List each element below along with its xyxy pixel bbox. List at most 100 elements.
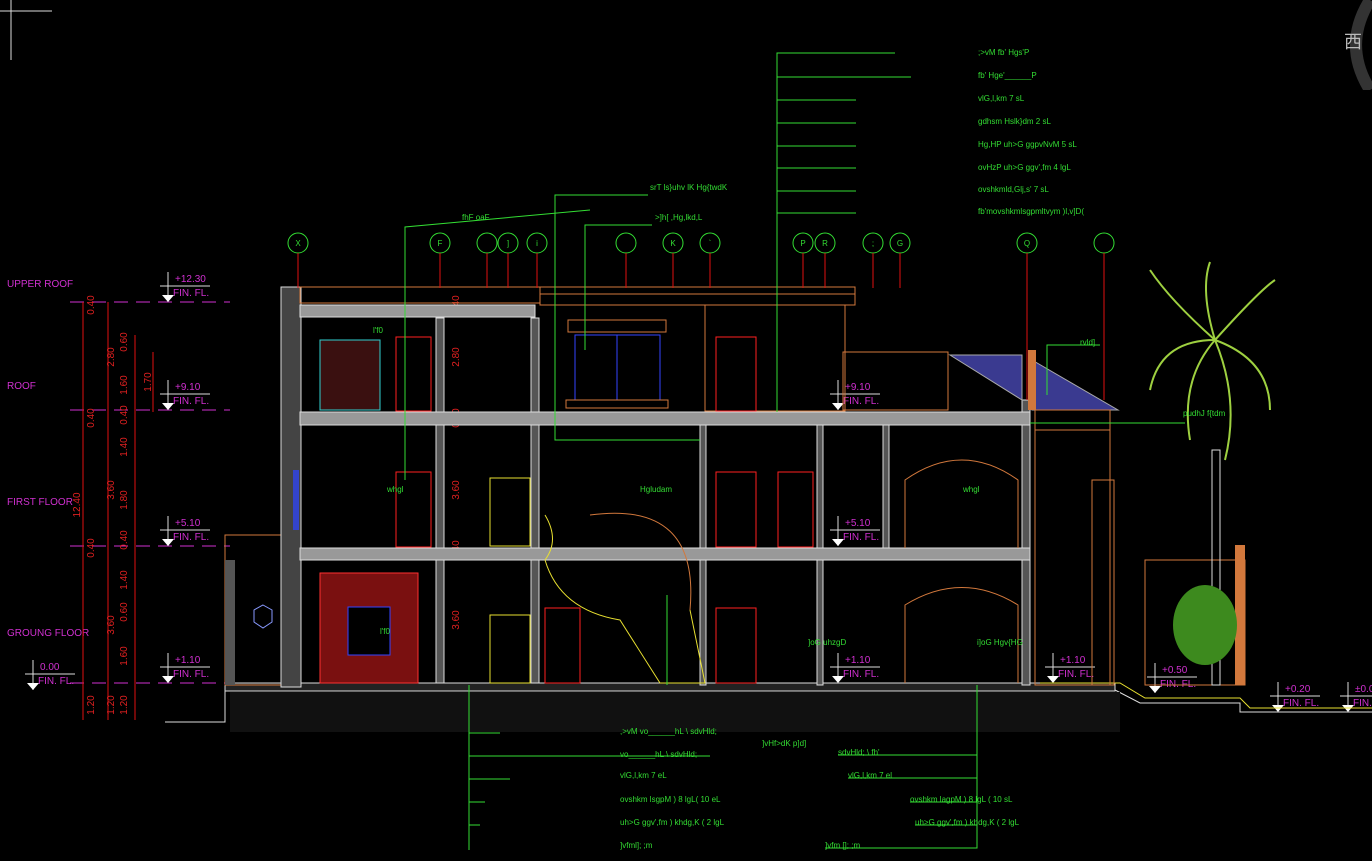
grid-bubble: F (429, 232, 451, 288)
ucs-crosshair-icon (0, 0, 52, 60)
level-value: +9.10 (175, 382, 201, 393)
grid-bubble: X (287, 232, 309, 288)
grid-bubble-label: X (295, 239, 301, 248)
level-value: +12.30 (175, 274, 206, 285)
annotation-text: vlG,l,km 7 eL (620, 771, 667, 780)
level-value: +1.10 (845, 655, 871, 666)
room-label: i]oG Hgv{HG (977, 638, 1023, 647)
level-arrow-icon (1149, 686, 1161, 693)
grid-bubble-circle (1093, 232, 1115, 254)
building-section (165, 286, 1372, 732)
grid-bubble-label: F (438, 239, 443, 248)
viewcube-direction-label: 西 (1344, 32, 1362, 53)
dimension-text: 1.20 (86, 695, 97, 715)
annotation-text: ovshkm lagpM ) 8 lgL ( 10 sL (910, 795, 1013, 804)
dimension-text: 1.70 (143, 372, 154, 392)
dimension-text: 2.80 (451, 347, 462, 367)
annotation-text: uh>G ggv',fm ) khdg,K ( 2 lgL (620, 818, 725, 827)
level-text: FIN. FL. (173, 532, 209, 543)
viewcube-compass[interactable]: 西 (1332, 0, 1372, 90)
grid-bubble-label: ; (872, 239, 874, 248)
annotation-text: ]vHf>dK p]d] (762, 739, 806, 748)
annotation-text: Hg,HP uh>G ggpvNvM 5 sL (978, 140, 1077, 149)
dimension-text: 1.60 (119, 375, 130, 395)
grid-bubble: ` (699, 232, 721, 288)
grid-bubble-label: i (536, 239, 538, 248)
grid-bubble-circle (615, 232, 637, 254)
level-text: FIN. FL. (843, 669, 879, 680)
dimension-text: 0.60 (119, 602, 130, 622)
annotation-text: gdhsm Hslk}dm 2 sL (978, 117, 1051, 126)
dimension-text: 12.40 (72, 492, 83, 517)
grid-bubble-label: R (822, 239, 828, 248)
level-arrow-icon (162, 676, 174, 683)
grid-bubble-label: G (897, 239, 903, 248)
dimension-text: 0.40 (86, 538, 97, 558)
dimension-text: 0.40 (86, 408, 97, 428)
dimension-text: 3.60 (451, 480, 462, 500)
level-label: FIRST FLOOR (7, 497, 73, 508)
level-value: +5.10 (175, 518, 201, 529)
dimension-text: 3.60 (451, 610, 462, 630)
dimension-text: 1.60 (119, 646, 130, 666)
level-value: +9.10 (845, 382, 871, 393)
level-value: +0.20 (1285, 684, 1311, 695)
grid-bubble-circle (476, 232, 498, 254)
level-arrow-icon (27, 683, 39, 690)
dimension-text: 1.80 (119, 490, 130, 510)
room-label: ]oG uhzgD (808, 638, 846, 647)
annotation-text: vo______hL \ sdvHld; (620, 750, 697, 759)
annotation-text: ovshkm lsgpM ) 8 lgL( 10 eL (620, 795, 721, 804)
grid-bubble: G (889, 232, 911, 288)
level-value: +0.50 (1162, 665, 1188, 676)
annotation-text: ]vfml]; ;m (620, 841, 653, 850)
level-arrow-icon (832, 539, 844, 546)
level-text: FIN. FL. (1353, 698, 1372, 709)
level-text: FIN. FL. (38, 676, 74, 687)
level-arrow-icon (162, 403, 174, 410)
dimension-text: 2.80 (106, 347, 117, 367)
annotation-text: fb' Hge'______P (978, 71, 1037, 80)
level-value: 0.00 (40, 662, 60, 673)
grid-bubble: P (792, 232, 814, 288)
grid-bubble-label: K (670, 239, 676, 248)
annotation-text: ovshkmld,Glj,s' 7 sL (978, 185, 1049, 194)
dimension-text: 3.60 (106, 615, 117, 635)
dimension-text: 1.20 (106, 695, 117, 715)
grid-bubble-label: ` (709, 239, 712, 248)
grid-bubble: Q (1016, 232, 1038, 400)
annotation-text: fb'movshkmlsgpmltvym )l,v]D( (978, 207, 1084, 216)
level-text: FIN. FL. (1283, 698, 1319, 709)
annotation-text: fhF oaF (462, 213, 490, 222)
level-label: GROUNG FLOOR (7, 628, 89, 639)
grid-bubble: ; (862, 232, 884, 288)
room-label: l'f0 (373, 326, 384, 335)
grid-bubble: ] (497, 232, 519, 288)
grid-bubble (1093, 232, 1115, 400)
level-text: FIN. FL. (173, 288, 209, 299)
viewcube-ring-icon (1350, 0, 1372, 90)
annotation-text: uh>G ggv',fm ) khdg,K ( 2 lgL (915, 818, 1020, 827)
grid-bubble: R (814, 232, 836, 288)
grid-bubble (615, 232, 637, 288)
annotation-text: ;>vM fb' Hgs'P (978, 48, 1029, 57)
annotation-text: rvld] (1080, 338, 1095, 347)
room-label: whgl (962, 485, 980, 494)
annotation-texts: ;>vM fb' Hgs'P fb' Hge'______P vlG,l,km … (373, 48, 1226, 850)
level-label: ROOF (7, 381, 36, 392)
level-arrow-icon (832, 676, 844, 683)
dimension-text: 3.60 (106, 480, 117, 500)
grid-bubble (476, 232, 498, 288)
level-labels: UPPER ROOF ROOF FIRST FLOOR GROUNG FLOOR (7, 279, 89, 639)
level-text: FIN. FL. (843, 532, 879, 543)
dimension-text: 1.40 (119, 570, 130, 590)
level-arrow-icon (832, 403, 844, 410)
